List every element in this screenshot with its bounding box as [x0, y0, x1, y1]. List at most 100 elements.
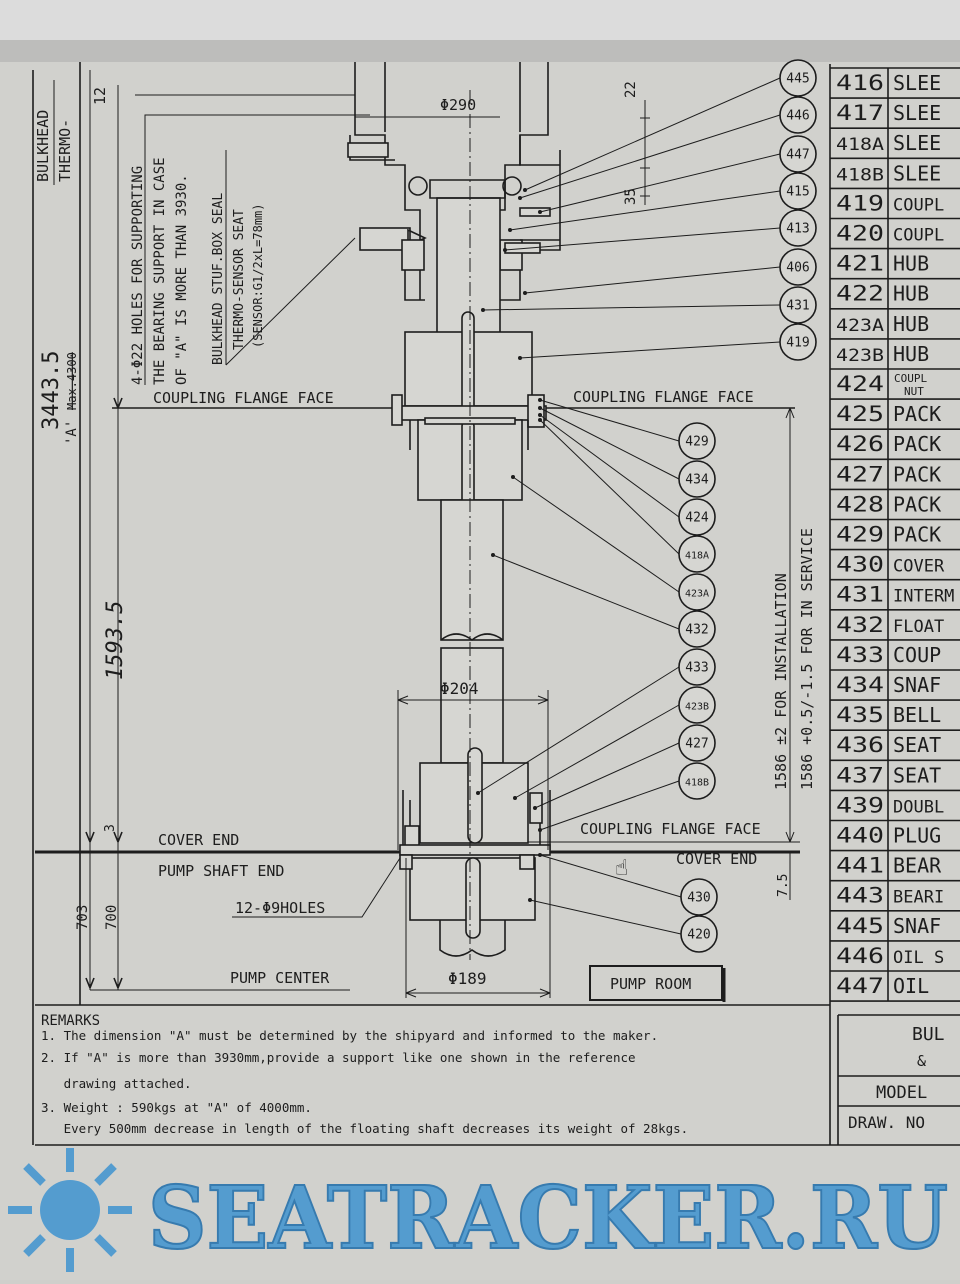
pump-center-label: PUMP CENTER — [230, 969, 330, 987]
balloon-label: 427 — [685, 737, 708, 752]
parts-list-row: 441 BEAR — [830, 854, 960, 882]
leader-line — [539, 399, 680, 442]
balloon-circle — [680, 915, 718, 953]
leader-dot — [523, 291, 527, 295]
balloon-432: 432 — [491, 553, 716, 648]
part-number: 441 — [836, 854, 884, 878]
leader-dot — [538, 406, 542, 410]
part-number: 423A — [836, 316, 884, 336]
cover-end-label-left: COVER END — [158, 831, 239, 849]
part-number: 429 — [836, 523, 884, 547]
dim-35: 35 — [623, 188, 639, 205]
leader-dot — [538, 853, 542, 857]
dim-1593-5: 1593.5 — [103, 601, 128, 680]
note-line: THERMO-SENSOR SEAT — [232, 209, 247, 350]
balloon-circle — [678, 686, 716, 724]
balloon-424: 424 — [538, 413, 716, 536]
drawing-frame — [32, 62, 960, 1146]
leader-line — [529, 899, 682, 935]
balloon-circle — [678, 535, 716, 573]
leader-dot — [518, 196, 522, 200]
dim-phi290: Φ290 — [440, 96, 476, 114]
balloon-circle — [779, 172, 817, 210]
leader-line — [539, 407, 680, 480]
balloon-circle — [779, 248, 817, 286]
remark-line: drawing attached. — [41, 1076, 192, 1091]
balloon-label: 413 — [786, 222, 809, 237]
note-line: OF "A" IS MORE THAN 3930. — [174, 174, 190, 385]
shaft-assembly — [347, 62, 561, 960]
sun-logo-icon — [8, 1148, 132, 1272]
balloon-413: 413 — [503, 209, 817, 252]
part-number: 418B — [836, 165, 884, 185]
draw-no-label: DRAW. NO — [848, 1113, 925, 1132]
leader-line — [514, 704, 680, 799]
part-name: HUB — [893, 282, 929, 306]
remark-line: 3. Weight : 590kgs at "A" of 4000mm. — [41, 1100, 312, 1115]
parts-list-row: 418B SLEE — [830, 161, 960, 190]
part-name: SLEE — [893, 71, 941, 95]
support-holes-note: 4-Φ22 HOLES FOR SUPPORTING THE BEARING S… — [130, 94, 370, 385]
leader-line — [524, 77, 781, 191]
leader-line — [509, 190, 781, 231]
part-name: SLEE — [893, 161, 941, 185]
part-number: 436 — [836, 733, 884, 757]
part-name: PACK — [893, 432, 941, 456]
part-number: 421 — [836, 252, 884, 276]
leader-line — [504, 227, 781, 251]
dim-installation: 1586 ±2 FOR INSTALLATION — [772, 573, 790, 790]
leader-dot — [503, 248, 507, 252]
part-number: 431 — [836, 583, 884, 607]
pump-room-label: PUMP ROOM — [610, 975, 691, 993]
part-name: BELL — [893, 703, 941, 727]
part-name: DOUBL — [893, 797, 944, 817]
balloon-423B: 423B — [513, 686, 716, 800]
part-number: 443 — [836, 884, 884, 908]
leader-dot — [491, 553, 495, 557]
dim-a-total: 3443.5 — [39, 351, 64, 430]
balloon-label: 445 — [786, 72, 809, 87]
dim-12: 12 — [91, 87, 109, 105]
balloon-circle — [678, 498, 716, 536]
balloon-label: 433 — [685, 661, 708, 676]
part-number: 420 — [836, 222, 884, 246]
part-number: 439 — [836, 793, 884, 817]
coupling-flange-face-label-left: COUPLING FLANGE FACE — [153, 389, 334, 407]
balloon-circle — [779, 59, 817, 97]
part-name: COUPL — [893, 195, 944, 215]
leader-line — [539, 414, 680, 518]
part-name: COUPL — [894, 372, 927, 385]
note-line: THE BEARING SUPPORT IN CASE — [152, 157, 168, 385]
leader-dot — [481, 308, 485, 312]
balloon-label: 430 — [687, 891, 710, 906]
part-number: 424 — [836, 372, 884, 396]
dim-in-service: 1586 +0.5/-1.5 FOR IN SERVICE — [798, 528, 816, 790]
balloon-label: 406 — [786, 261, 809, 276]
part-name: INTERM — [893, 587, 954, 607]
part-name: BEAR — [893, 854, 942, 878]
part-name: NUT — [904, 385, 924, 398]
balloon-circle — [678, 610, 716, 648]
part-number: 440 — [836, 824, 884, 848]
remark-line: 1. The dimension "A" must be determined … — [41, 1028, 658, 1043]
balloon-418B: 418B — [538, 762, 716, 832]
part-number: 423B — [836, 346, 884, 366]
title-line2: & — [917, 1052, 926, 1070]
leader-dot — [508, 228, 512, 232]
leader-line — [539, 854, 682, 898]
dim-a-label: 'A' — [64, 420, 80, 445]
part-number: 427 — [836, 462, 884, 486]
